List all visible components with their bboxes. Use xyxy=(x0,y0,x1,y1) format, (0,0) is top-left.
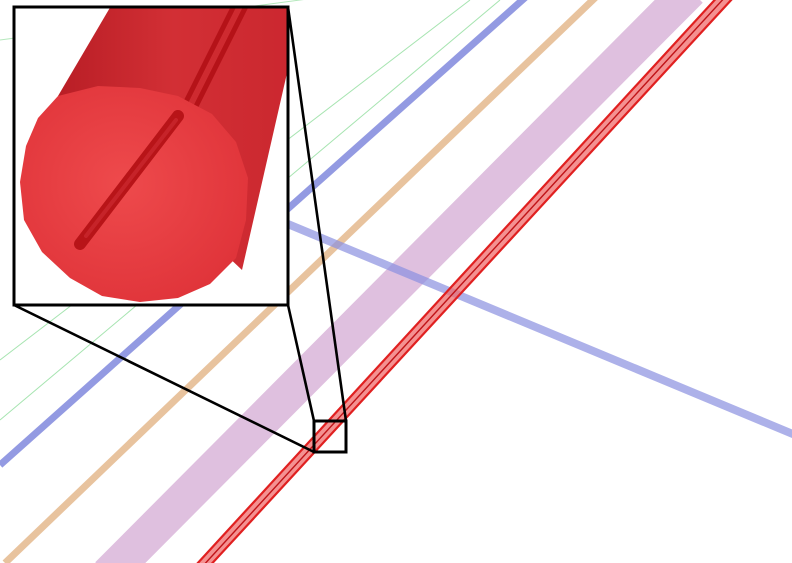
red-tube xyxy=(196,0,733,563)
zoom-connector-line-middle xyxy=(286,304,316,422)
zoom-inset xyxy=(12,5,290,307)
zoom-source-box xyxy=(312,419,348,454)
zoom-inset-frame xyxy=(12,5,290,307)
blue-crossing-rod xyxy=(281,218,792,439)
purple-thick-rod xyxy=(95,0,703,563)
zoom-connector-line-right xyxy=(286,6,348,422)
inner-wire-face-highlight xyxy=(84,118,178,238)
zoom-connector-line-left xyxy=(13,303,315,454)
tan-rod xyxy=(2,0,598,563)
